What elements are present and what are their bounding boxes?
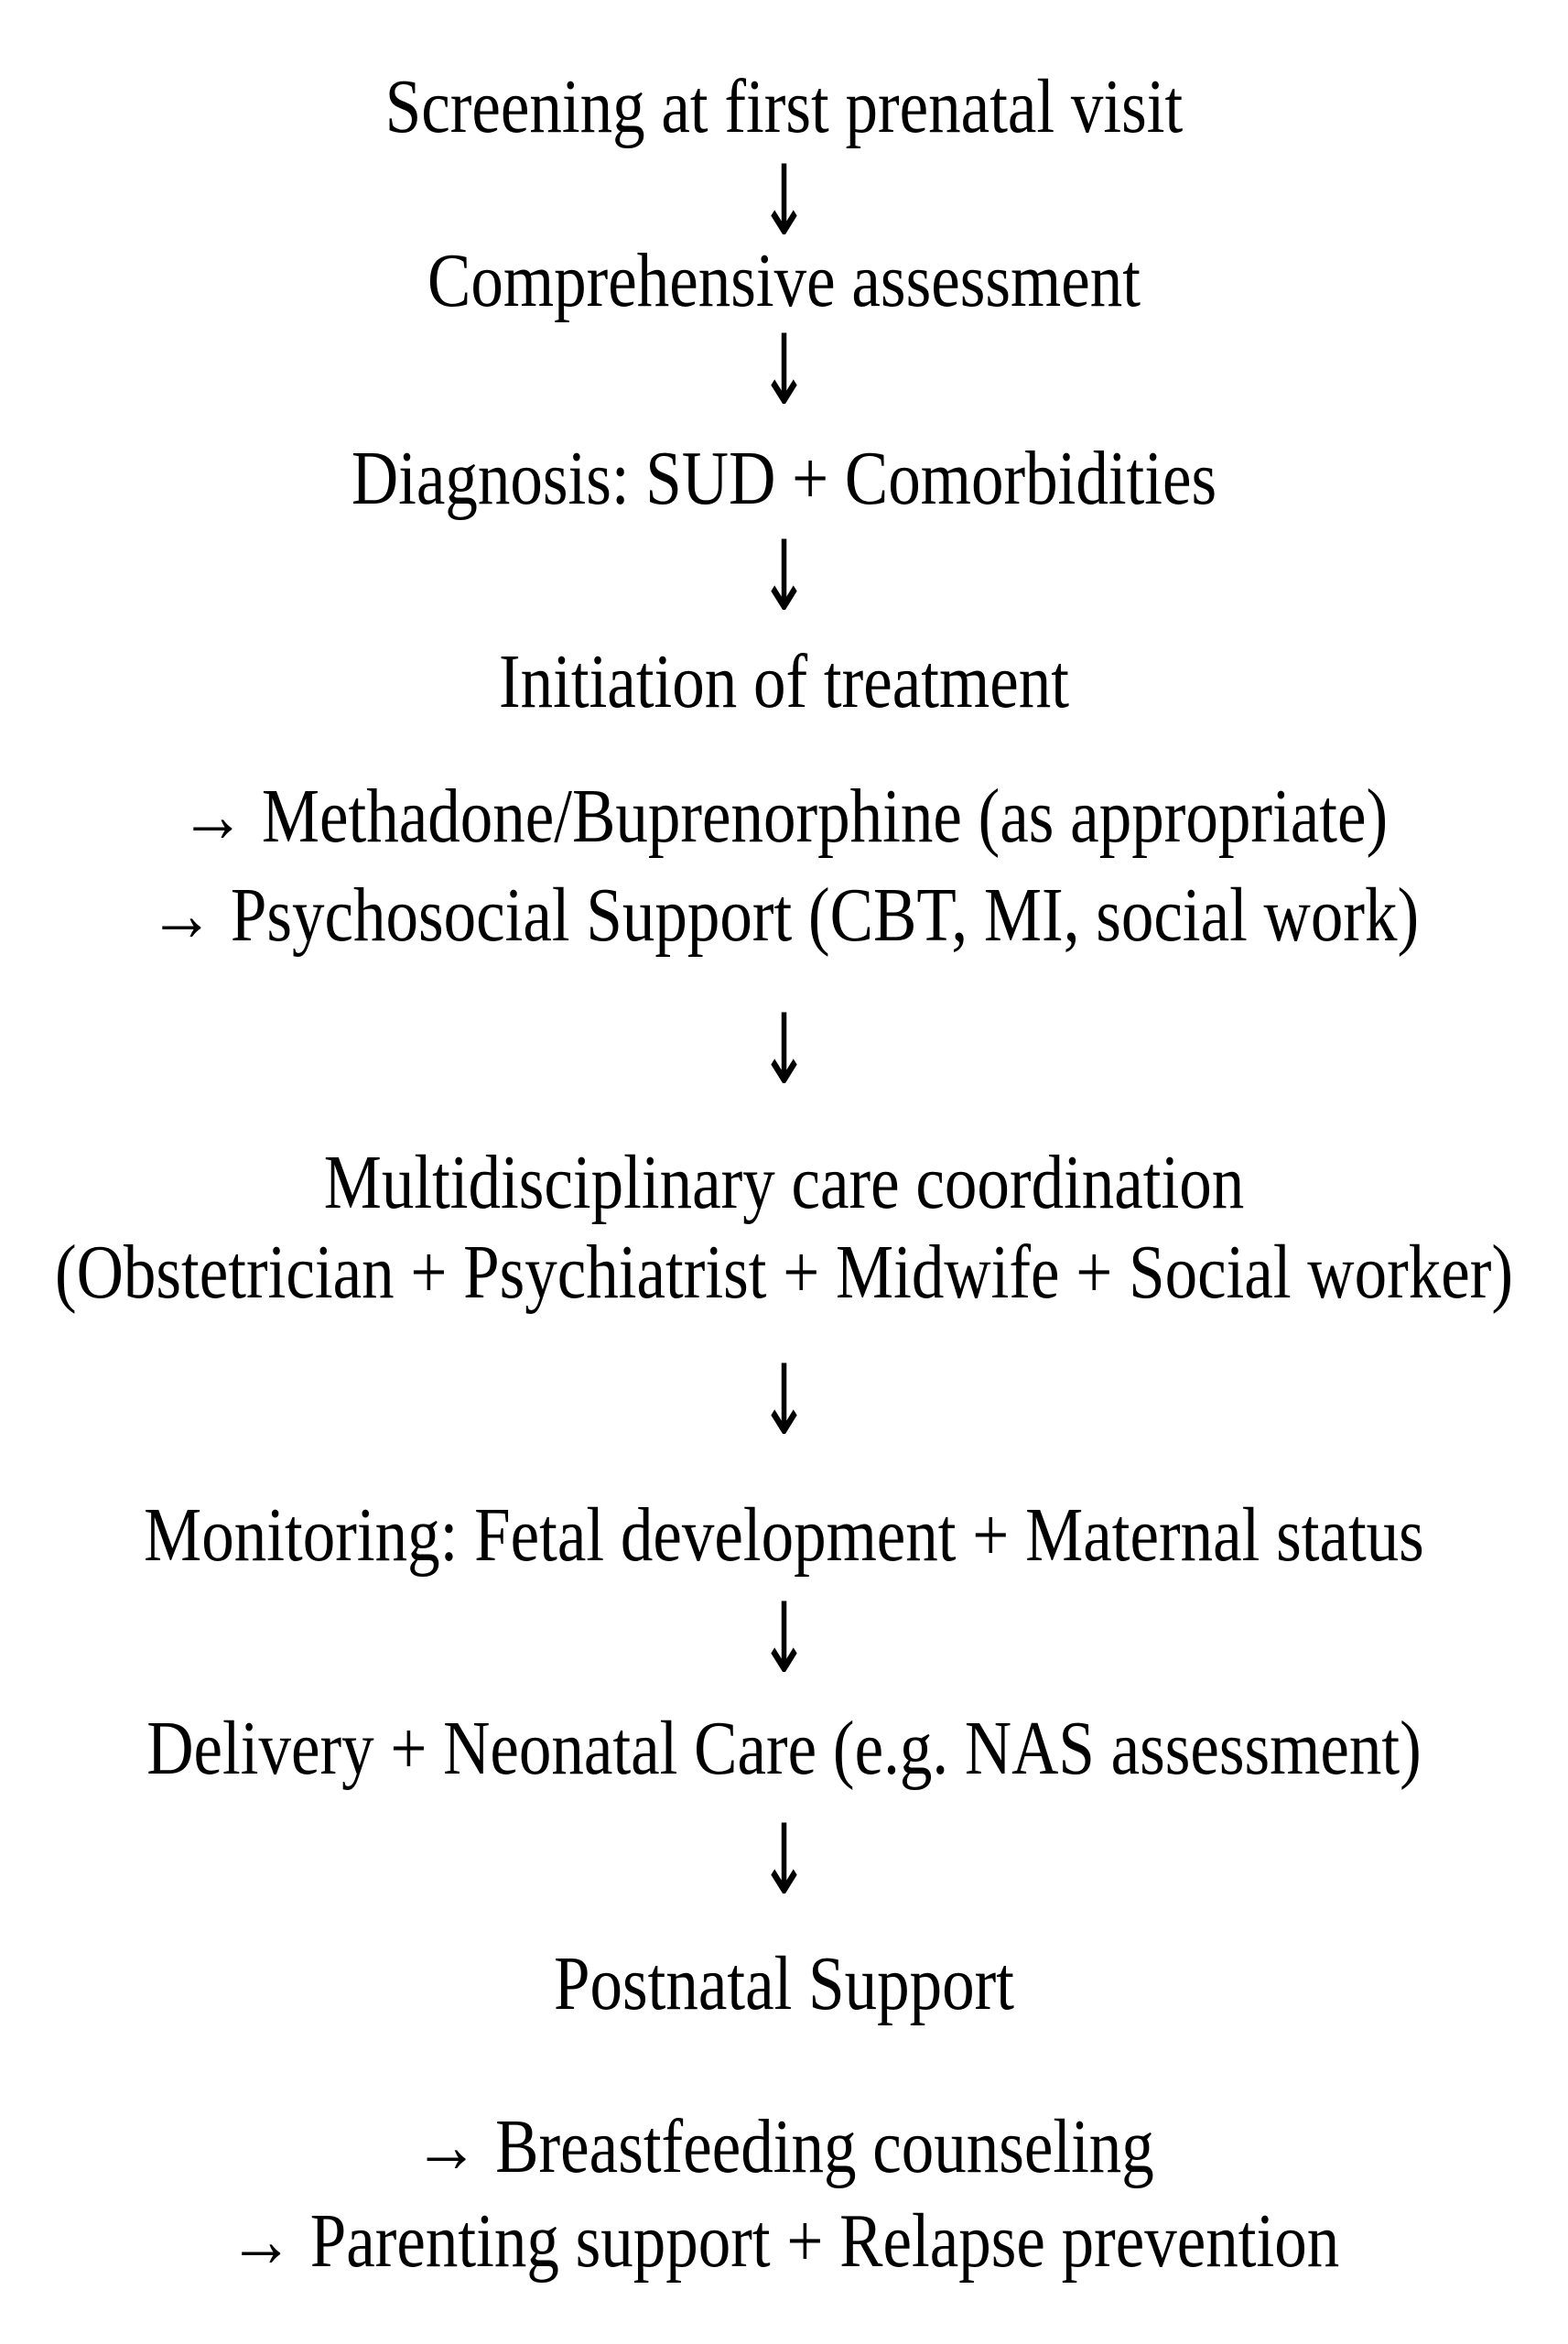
flow-step-delivery-neonatal-care: Delivery + Neonatal Care (e.g. NAS asses…: [146, 1706, 1422, 1792]
flow-branch-label: Psychosocial Support (CBT, MI, social wo…: [230, 873, 1420, 959]
flow-step-postnatal-support: Postnatal Support: [554, 1941, 1014, 2027]
down-arrow-icon: ↓: [758, 1581, 810, 1695]
down-arrow-icon: ↓: [758, 144, 810, 257]
down-arrow-icon: ↓: [758, 519, 810, 633]
flow-branch-breastfeeding-counseling: →Breastfeeding counseling: [0, 2093, 1568, 2201]
flow-step-monitoring: Monitoring: Fetal development + Maternal…: [144, 1492, 1424, 1579]
flow-step-multidisciplinary-team: (Obstetrician + Psychiatrist + Midwife +…: [54, 1230, 1514, 1316]
right-arrow-icon: →: [148, 873, 214, 959]
flow-branch-label: Methadone/Buprenorphine (as appropriate): [261, 774, 1389, 860]
right-arrow-icon: →: [228, 2198, 294, 2284]
right-arrow-icon: →: [414, 2104, 480, 2190]
down-arrow-icon: ↓: [758, 993, 810, 1106]
flow-branch-parenting-relapse-prevention: →Parenting support + Relapse prevention: [0, 2187, 1568, 2295]
flow-branch-methadone-buprenorphine: →Methadone/Buprenorphine (as appropriate…: [0, 763, 1568, 871]
flow-branch-label: Breastfeeding counseling: [495, 2104, 1154, 2190]
flow-step-multidisciplinary-care: Multidisciplinary care coordination: [323, 1140, 1245, 1226]
flow-step-initiation-of-treatment: Initiation of treatment: [498, 639, 1070, 725]
flow-step-screening: Screening at first prenatal visit: [384, 64, 1184, 150]
down-arrow-icon: ↓: [758, 1343, 810, 1457]
flow-branch-psychosocial-support: →Psychosocial Support (CBT, MI, social w…: [0, 862, 1568, 970]
down-arrow-icon: ↓: [758, 1803, 810, 1916]
flow-step-comprehensive-assessment: Comprehensive assessment: [427, 238, 1141, 324]
right-arrow-icon: →: [179, 774, 245, 860]
flow-step-diagnosis: Diagnosis: SUD + Comorbidities: [351, 436, 1217, 522]
flow-branch-label: Parenting support + Relapse prevention: [309, 2198, 1340, 2284]
down-arrow-icon: ↓: [758, 313, 810, 427]
